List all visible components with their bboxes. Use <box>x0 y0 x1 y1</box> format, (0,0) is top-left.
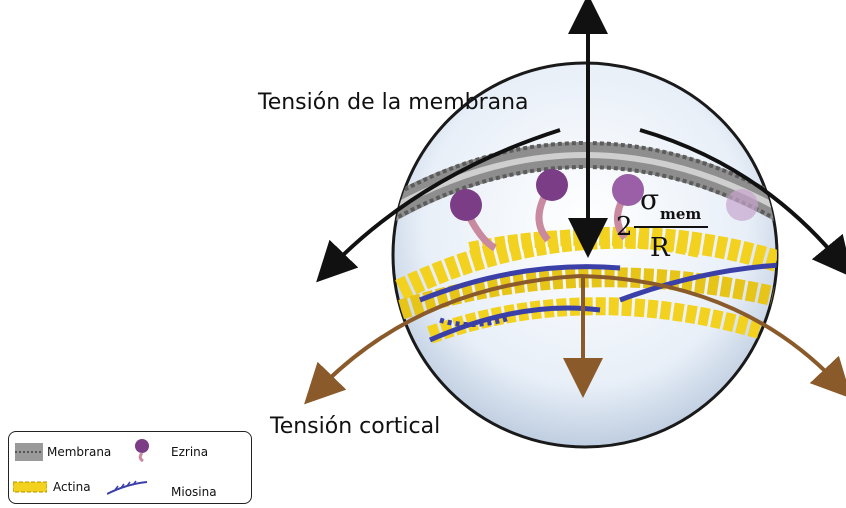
membrane-tension-label: Tensión de la membrana <box>258 90 529 115</box>
legend-membrane-label: Membrana <box>47 445 111 459</box>
equation-sigma-subscript: mem <box>660 205 701 223</box>
membrane-legend-icon <box>15 443 43 461</box>
myosin-legend-icon <box>107 480 147 496</box>
equation-coefficient: 2 <box>616 212 633 242</box>
ezrin-legend-icon <box>133 438 151 462</box>
legend-actin-label: Actina <box>53 480 91 494</box>
equation-sigma: σ <box>640 183 659 216</box>
cortical-tension-label: Tensión cortical <box>270 414 440 439</box>
legend-myosin-label: Miosina <box>171 485 217 499</box>
legend-ezrin-label: Ezrina <box>171 445 208 459</box>
equation-radius: R <box>650 233 670 263</box>
actin-legend-icon <box>13 480 47 494</box>
legend-box: Membrana Ezrina Actina Miosina <box>8 431 252 504</box>
